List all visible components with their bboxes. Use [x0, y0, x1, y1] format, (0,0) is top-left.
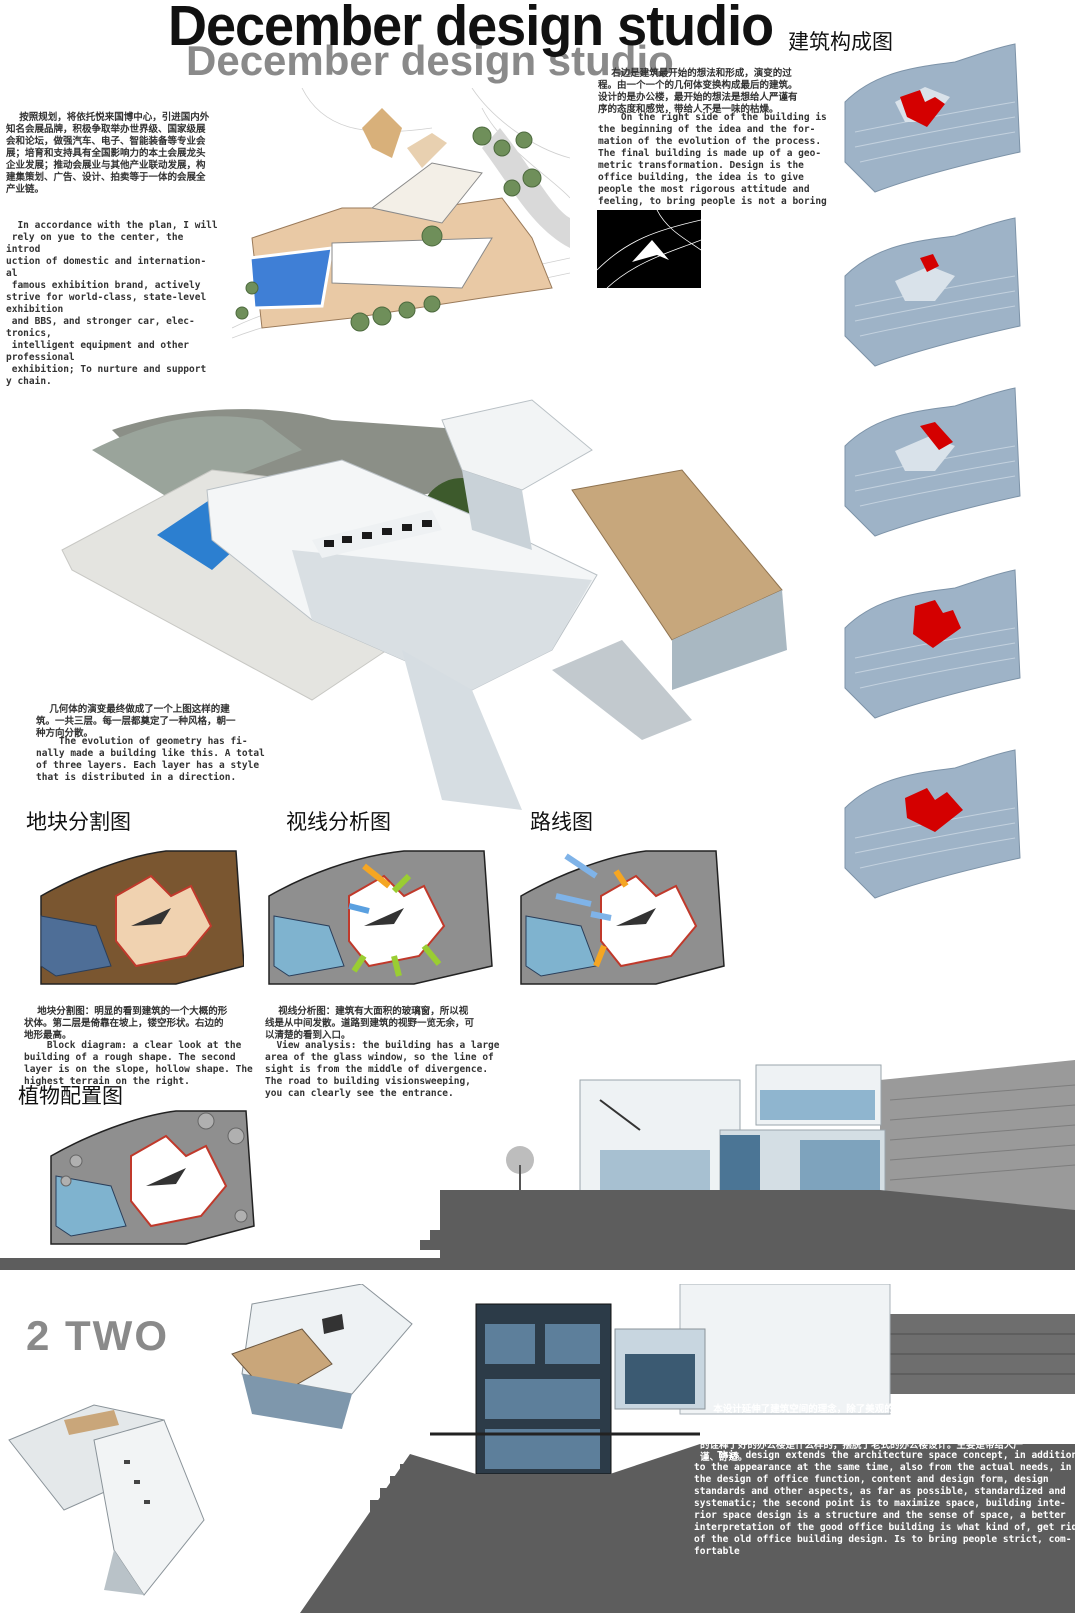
intro-text-cn: 按照规划，将依托悦来国博中心，引进国内外知名会展品牌，积极争取举办世界级、国家级… — [6, 112, 210, 195]
model-view-two-bottom — [4, 1400, 224, 1600]
intro-text-en: In accordance with the plan, I will rely… — [6, 220, 218, 387]
block-division-text-en: Block diagram: a clear look at the build… — [24, 1040, 253, 1087]
final-concept-text-cn: 本设计延伸了建筑空间的理念，除了美观的同时，也从实际使用需求出发，在办公设计功能… — [700, 1404, 1037, 1463]
composition-label: 建筑构成图 — [788, 30, 893, 54]
planting-diagram — [46, 1106, 256, 1248]
composition-model-4 — [835, 568, 1025, 720]
model-view-two-top — [212, 1284, 420, 1434]
concept-text-cn: 右边是建筑最开始的想法和形成，演变的过程。由一个一个的几何体变换构成最后的建筑。… — [598, 68, 798, 115]
sight-analysis-label: 视线分析图 — [286, 810, 391, 834]
section-two-heading: 2 TWO — [26, 1312, 169, 1359]
evolution-text-cn: 几何体的演变最终做成了一个上图这样的建筑。一共三层。每一层都奠定了一种风格，朝一… — [36, 704, 236, 739]
block-division-diagram — [36, 846, 244, 988]
evolution-text-en: The evolution of geometry has fi- nally … — [36, 736, 265, 783]
composition-model-1 — [835, 42, 1025, 194]
route-map-label: 路线图 — [530, 810, 593, 834]
composition-model-5 — [835, 748, 1025, 900]
composition-model-2 — [835, 216, 1025, 368]
site-plan — [232, 88, 570, 344]
route-map-diagram — [516, 846, 726, 988]
sight-analysis-diagram — [264, 846, 494, 988]
view-analysis-text-cn: 视线分析图：建筑有大面积的玻璃窗，所以视线是从中间发散。道路到建筑的视野一览无余… — [265, 1006, 475, 1041]
block-division-label: 地块分割图 — [26, 810, 131, 834]
section-elevation-2 — [300, 1284, 1075, 1613]
view-analysis-text-en: View analysis: the building has a large … — [265, 1040, 500, 1099]
concept-sketch-thumbnail — [597, 210, 701, 288]
composition-model-3 — [835, 386, 1025, 538]
planting-label: 植物配置图 — [18, 1084, 123, 1108]
block-division-text-cn: 地块分割图：明显的看到建筑的一个大概的形状体。第二层是倚靠在坡上，镂空形状。右边… — [24, 1006, 228, 1041]
aerial-rendering — [52, 390, 787, 815]
concept-text-en: On the right side of the building is the… — [598, 112, 827, 207]
final-concept-text-en: This design extends the architecture spa… — [694, 1450, 1075, 1557]
page-title: December design studio — [168, 0, 774, 58]
title-shadow: December design studio — [186, 37, 674, 84]
section-elevation-1 — [0, 1060, 1075, 1270]
